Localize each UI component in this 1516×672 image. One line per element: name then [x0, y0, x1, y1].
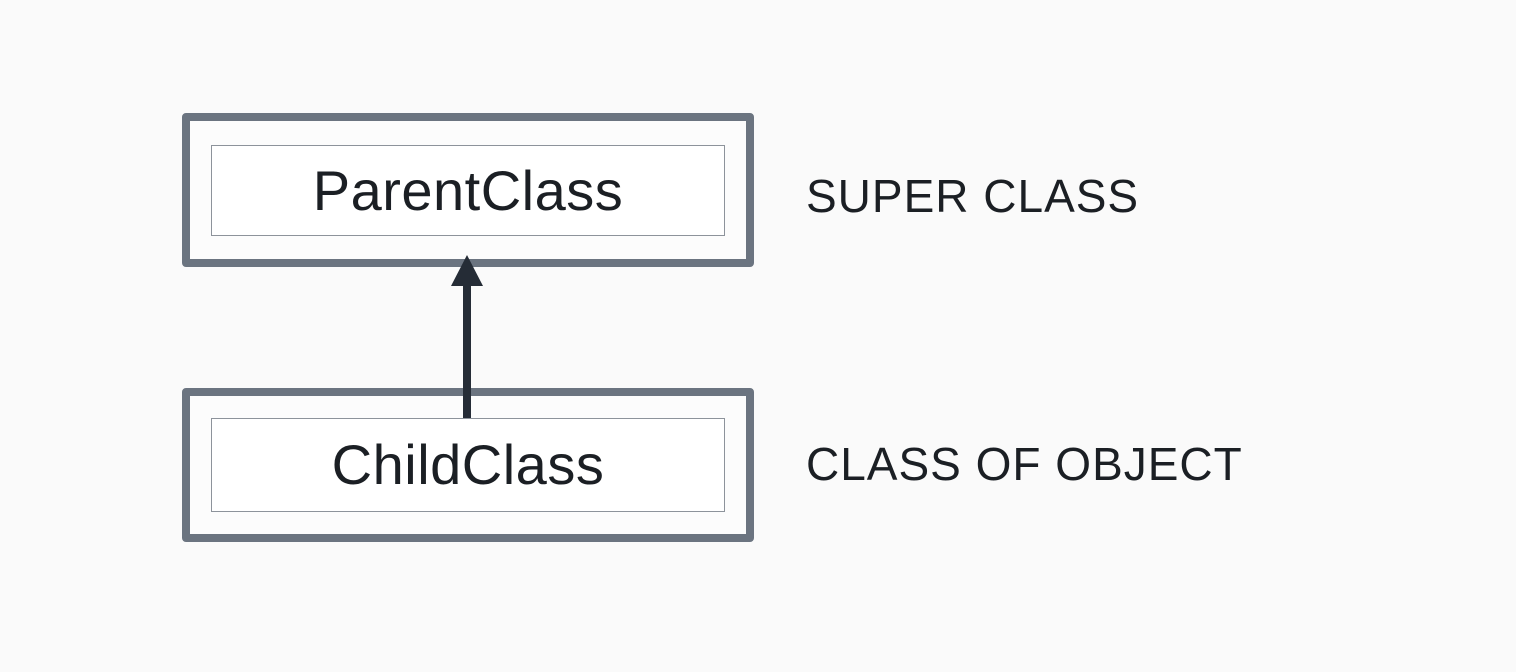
child-class-box: ChildClass	[182, 388, 754, 542]
parent-class-name: ParentClass	[312, 158, 624, 222]
child-class-name: ChildClass	[331, 433, 605, 496]
class-of-object-label: CLASS OF OBJECT	[806, 438, 1243, 490]
child-class-name-compartment: ChildClass	[211, 418, 725, 512]
super-class-label: SUPER CLASS	[806, 170, 1140, 222]
parent-class-box: ParentClass	[182, 113, 754, 267]
parent-class-name-compartment: ParentClass	[211, 145, 725, 236]
